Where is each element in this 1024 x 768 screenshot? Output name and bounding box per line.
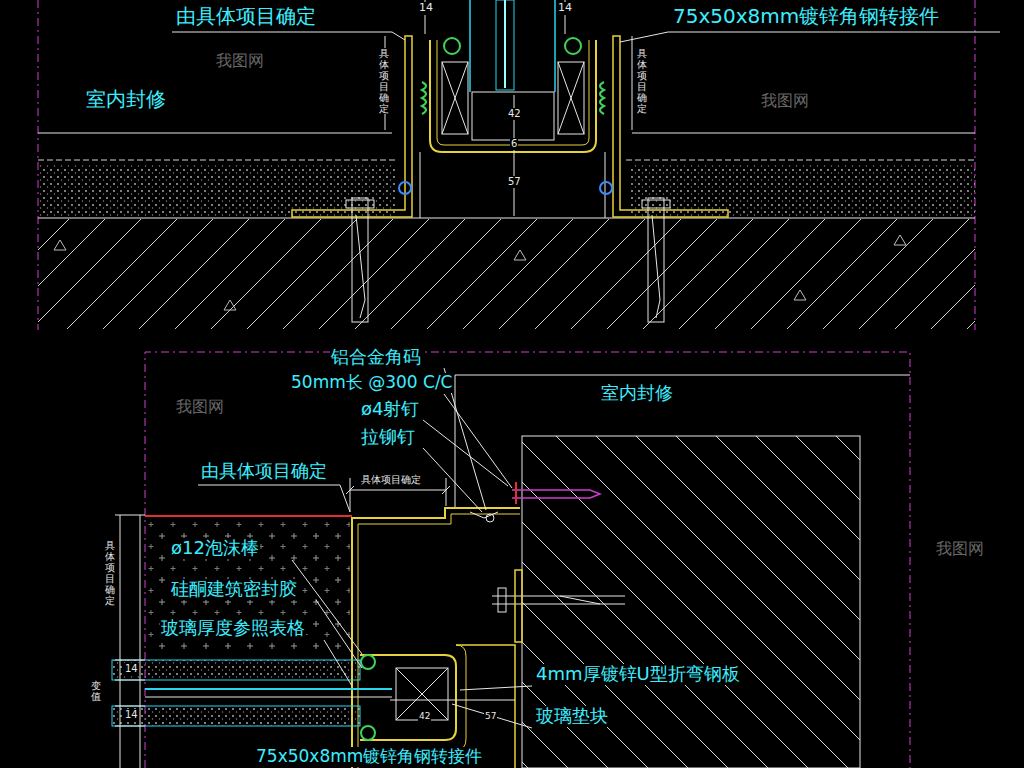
dimension: 42 [507,108,522,120]
dimension: 42 [418,711,431,721]
dimension: 57 [484,711,497,721]
part-label: 75x50x8mm镀锌角钢转接件 [255,747,483,767]
watermark: 我图网 [760,92,810,110]
note-label: 玻璃厚度参照表格 [160,618,306,639]
part-label: ø12泡沫棒 [170,538,260,559]
part-label: 75x50x8mm镀锌角钢转接件 [672,5,940,28]
dimension: 6 [510,138,518,150]
bottom-section [112,352,910,768]
part-label: 铝合金角码 [330,347,422,368]
dimension-note: 具体项目确定 [104,540,116,606]
part-label: 室内封修 [85,88,167,111]
watermark: 我图网 [935,540,985,558]
note-label: 由具体项目确定 [175,5,317,28]
watermark: 我图网 [175,398,225,416]
part-label: 室内封修 [600,383,674,404]
dimension: 57 [507,176,522,188]
dimension-note: 具体项目确定 [360,474,422,486]
dimension: 14 [124,709,139,721]
part-label: 4mm厚镀锌U型折弯钢板 [535,664,741,685]
dimension: 14 [418,2,434,15]
dimension: 14 [557,2,573,15]
dimension-note: 变值 [90,680,102,702]
dimension-note: 具体项目确定 [378,48,390,114]
spec-label: 50mm长 @300 C/C [290,373,453,393]
dimension-note: 具体项目确定 [636,48,648,114]
note-label: 由具体项目确定 [200,461,328,482]
part-label: 硅酮建筑密封胶 [170,579,298,600]
top-section [38,0,1000,330]
watermark: 我图网 [215,52,265,70]
part-label: 拉铆钉 [360,427,416,448]
part-label: 玻璃垫块 [535,706,609,727]
dimension: 14 [124,663,139,675]
part-label: ø4射钉 [360,399,420,420]
